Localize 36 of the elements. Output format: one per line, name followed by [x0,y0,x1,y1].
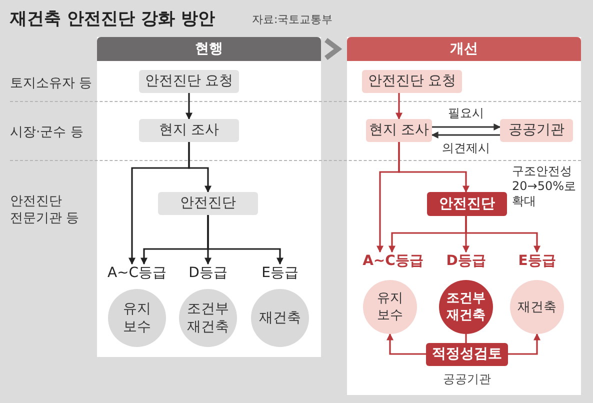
arrow [396,93,402,120]
row-label: 시장·군수 등 [10,124,84,142]
process-box: 공공기관 [500,119,573,142]
process-box: 현지 조사 [366,119,432,142]
chevron-arrow [324,38,342,60]
column-header: 현행 [97,37,321,61]
arrow [207,215,284,265]
arrow [188,142,212,193]
grade-label: E등급 [255,264,305,282]
process-box: 안전진단 [158,192,258,215]
row-label: 토지소유자 등 [10,75,94,93]
process-box: 적정성검토 [426,343,508,366]
process-box: 안전진단 [427,192,507,216]
arrow [508,333,540,355]
arrow [398,142,470,193]
source-note: 자료:국토교통부 [252,12,334,28]
grade-label: A~C등급 [360,252,426,270]
arrow [186,93,192,120]
grade-label: A~C등급 [104,264,170,282]
title: 재건축 안전진단 강화 방안 [10,8,215,31]
process-box: 현지 조사 [139,119,239,142]
process-box: 안전진단 요청 [362,70,462,93]
arrow [465,216,540,253]
column-panel [97,37,321,357]
arrow [386,333,426,355]
grade-label: D등급 [183,264,233,282]
process-box: 안전진단 요청 [139,70,239,93]
column-panel [347,37,581,395]
grade-label: D등급 [441,252,491,270]
column-header: 개선 [347,37,581,61]
grade-label: E등급 [512,252,562,270]
row-label: 안전진단 전문기관 등 [10,193,80,227]
arrow [431,132,500,138]
note-text: 구조안전성 20→50%로 확대 [512,164,577,209]
note-text: 공공기관 [442,371,492,388]
arrow [432,124,501,130]
